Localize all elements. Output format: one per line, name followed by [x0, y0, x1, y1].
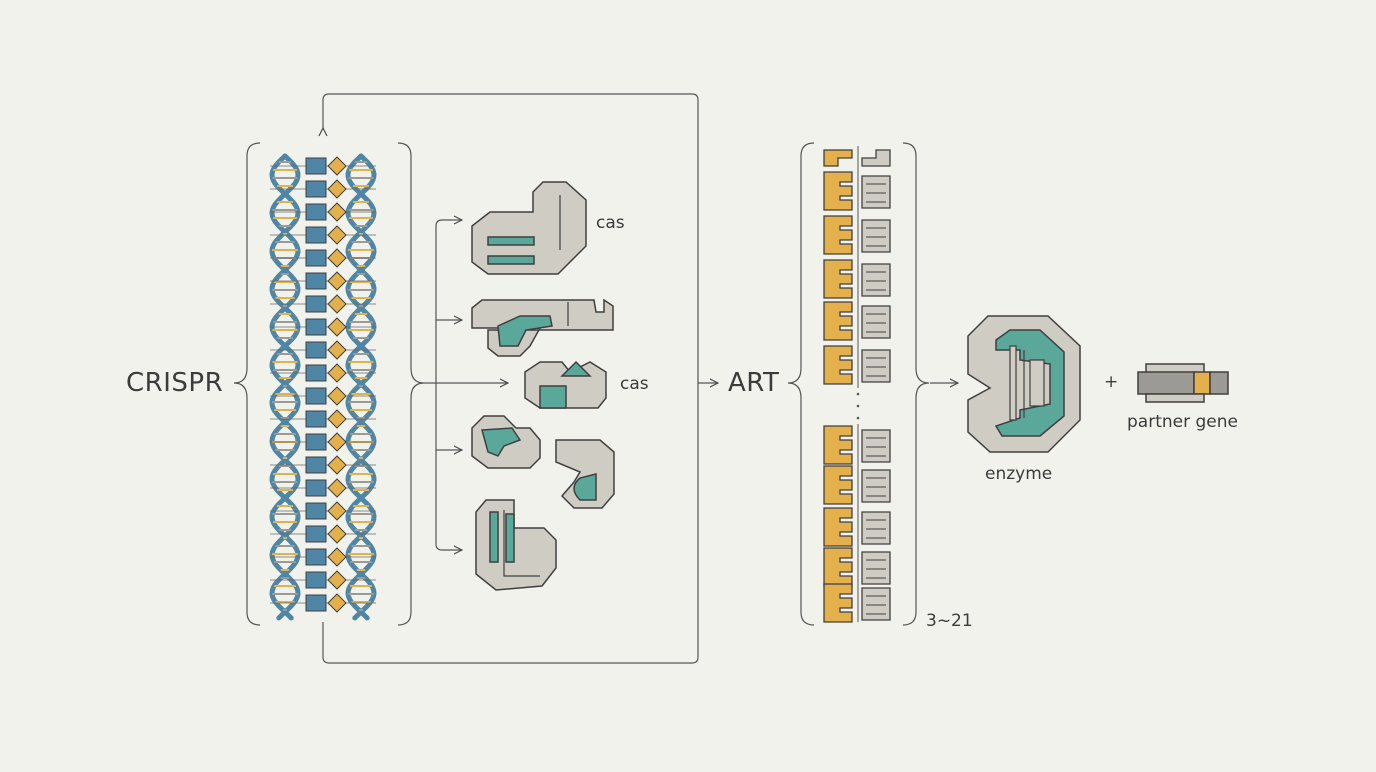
- crispr-spacer-square: [305, 364, 327, 382]
- crispr-repeat-diamond: [327, 455, 347, 475]
- art-label: ART: [728, 368, 780, 398]
- cas-protein-4: [471, 415, 541, 469]
- crispr-spacer-square: [305, 387, 327, 405]
- crispr-spacer-square: [305, 525, 327, 543]
- crispr-spacer-square: [305, 180, 327, 198]
- art-gold-block: [823, 465, 853, 505]
- crispr-spacer-square: [305, 502, 327, 520]
- art-gold-block: [823, 215, 853, 255]
- art-gold-block: [823, 425, 853, 465]
- art-ellipsis-dot: [856, 404, 860, 408]
- crispr-spacer-square: [305, 249, 327, 267]
- art-repeat-array: [823, 146, 891, 623]
- crispr-repeat-diamond: [327, 547, 347, 567]
- crispr-repeat-diamond: [327, 409, 347, 429]
- crispr-spacer-square: [305, 410, 327, 428]
- crispr-right-brace: [397, 142, 425, 626]
- art-ellipsis-dot: [856, 416, 860, 420]
- crispr-spacer-square: [305, 157, 327, 175]
- enzyme-label: enzyme: [985, 464, 1053, 484]
- crispr-spacer-square: [305, 203, 327, 221]
- crispr-repeat-diamond: [327, 179, 347, 199]
- art-gold-block: [823, 583, 853, 623]
- crispr-repeat-diamond: [327, 363, 347, 383]
- art-gray-block: [861, 429, 891, 463]
- crispr-array: [269, 153, 377, 621]
- partner-gene-label: partner gene: [1127, 412, 1238, 432]
- plus-sign: +: [1104, 372, 1119, 392]
- crispr-repeat-diamond: [327, 593, 347, 613]
- art-gray-block: [861, 587, 891, 621]
- crispr-spacer-square: [305, 479, 327, 497]
- cas-label-top: cas: [596, 213, 625, 233]
- cas-protein-2: [471, 298, 614, 357]
- art-left-brace: [787, 142, 815, 626]
- cas-protein-3: [524, 360, 607, 409]
- crispr-spacer-square: [305, 272, 327, 290]
- crispr-repeat-diamond: [327, 340, 347, 360]
- art-gold-block: [823, 301, 853, 341]
- cas-label-middle: cas: [620, 374, 649, 394]
- art-gray-block: [861, 175, 891, 209]
- art-gold-block: [823, 149, 853, 167]
- art-gold-block: [823, 171, 853, 211]
- crispr-spacer-square: [305, 295, 327, 313]
- crispr-repeat-diamond: [327, 478, 347, 498]
- art-gold-block: [823, 547, 853, 587]
- cas-protein-6: [475, 499, 557, 591]
- art-gray-block: [861, 469, 891, 503]
- crispr-repeat-diamond: [327, 156, 347, 176]
- crispr-repeat-diamond: [327, 501, 347, 521]
- crispr-label: CRISPR: [126, 368, 224, 398]
- partner-gene-shape: [1137, 363, 1229, 403]
- crispr-spacer-square: [305, 548, 327, 566]
- repeat-count-label: 3~21: [926, 611, 973, 631]
- crispr-repeat-diamond: [327, 524, 347, 544]
- crispr-repeat-diamond: [327, 225, 347, 245]
- crispr-spacer-square: [305, 456, 327, 474]
- crispr-repeat-diamond: [327, 202, 347, 222]
- crispr-spacer-square: [305, 318, 327, 336]
- crispr-repeat-diamond: [327, 570, 347, 590]
- crispr-spacer-square: [305, 226, 327, 244]
- art-gray-block: [861, 305, 891, 339]
- art-gold-block: [823, 507, 853, 547]
- art-gray-block: [861, 149, 891, 167]
- art-gray-block: [861, 263, 891, 297]
- crispr-left-brace: [233, 142, 261, 626]
- art-gray-block: [861, 551, 891, 585]
- crispr-repeat-diamond: [327, 248, 347, 268]
- feedback-loop-line: [323, 93, 699, 664]
- art-right-brace: [902, 142, 930, 626]
- art-gray-block: [861, 349, 891, 383]
- crispr-repeat-diamond: [327, 271, 347, 291]
- art-gray-block: [861, 219, 891, 253]
- crispr-repeat-diamond: [327, 432, 347, 452]
- crispr-repeat-diamond: [327, 294, 347, 314]
- art-ellipsis-dot: [856, 392, 860, 396]
- crispr-spacer-square: [305, 341, 327, 359]
- cas-protein-1: [471, 181, 587, 275]
- art-gray-block: [861, 511, 891, 545]
- crispr-repeat-diamond: [327, 386, 347, 406]
- cas-protein-5: [555, 439, 615, 509]
- crispr-spacer-square: [305, 571, 327, 589]
- crispr-spacer-square: [305, 433, 327, 451]
- art-gold-block: [823, 345, 853, 385]
- crispr-repeat-diamond: [327, 317, 347, 337]
- art-gold-block: [823, 259, 853, 299]
- crispr-spacer-square: [305, 594, 327, 612]
- enzyme-shape: [967, 315, 1081, 453]
- cas-branch-arrows: [424, 220, 718, 550]
